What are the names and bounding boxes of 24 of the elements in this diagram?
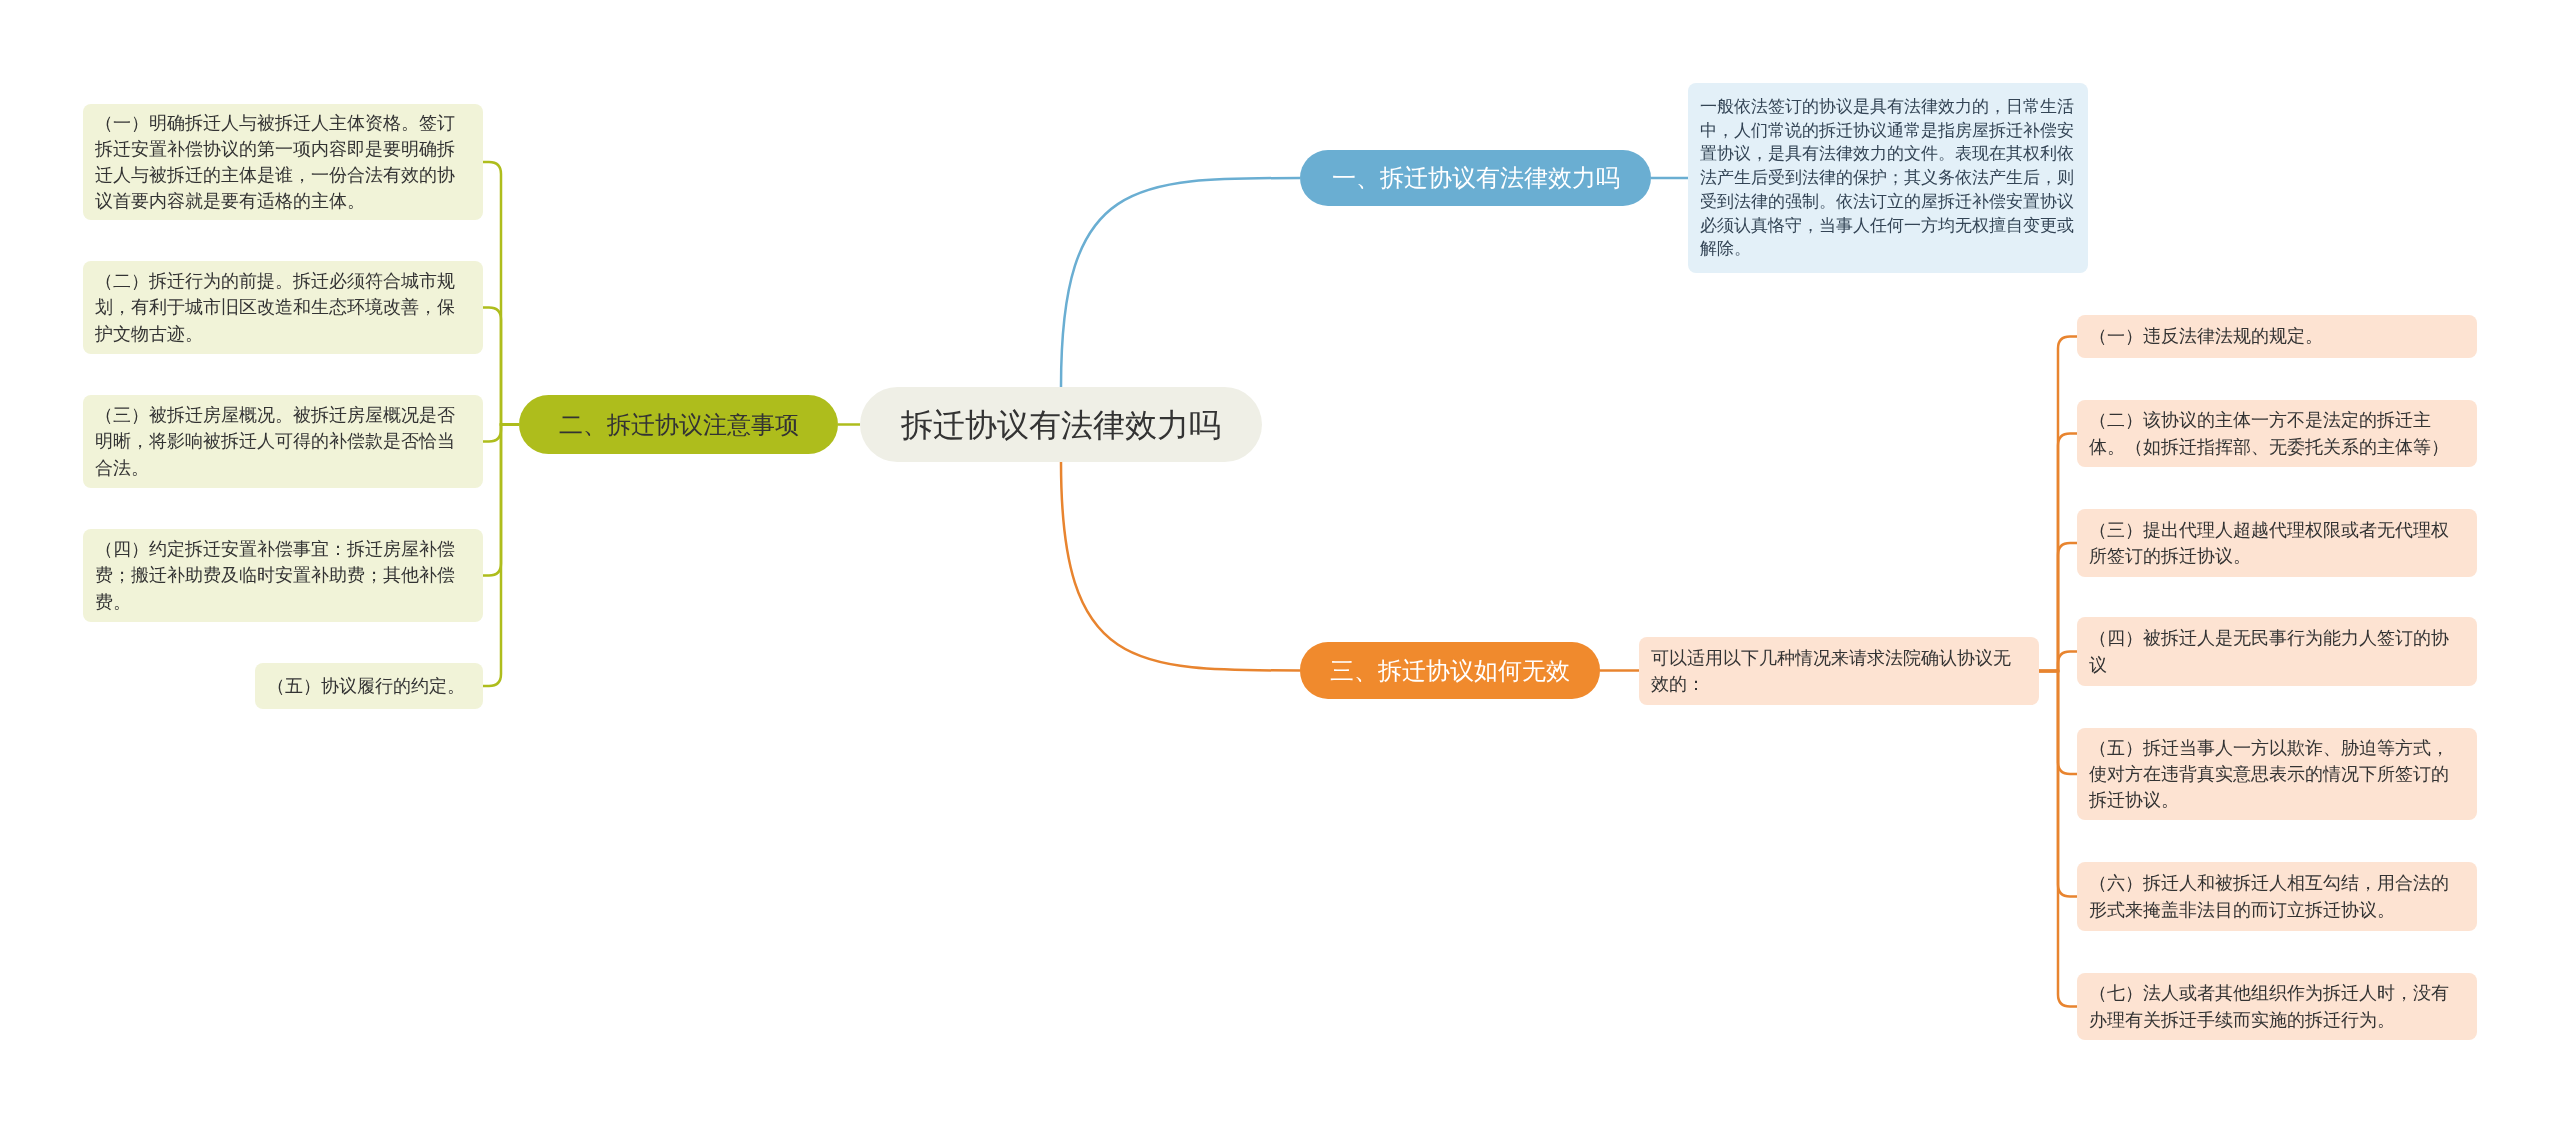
subtopic-card: （三）提出代理人超越代理权限或者无代理权所签订的拆迁协议。 <box>2077 509 2477 577</box>
branch-topic: 一、拆迁协议有法律效力吗 <box>1300 150 1651 206</box>
subtopic-card: （一）违反法律法规的规定。 <box>2077 315 2477 358</box>
subtopic-card: （五）协议履行的约定。 <box>255 663 483 709</box>
connector-line <box>1651 176 1688 180</box>
subtopic-card: 可以适用以下几种情况来请求法院确认协议无效的： <box>1639 637 2039 705</box>
connector-line <box>1600 669 1639 672</box>
subtopic-card: （六）拆迁人和被拆迁人相互勾结，用合法的形式来掩盖非法目的而订立拆迁协议。 <box>2077 862 2477 931</box>
connector-line <box>1059 176 1300 388</box>
subtopic-card: （七）法人或者其他组织作为拆迁人时，没有办理有关拆迁手续而实施的拆迁行为。 <box>2077 973 2477 1040</box>
subtopic-card: （二）拆迁行为的前提。拆迁必须符合城市规划，有利于城市旧区改造和生态环境改善，保护文物古迹。 <box>83 261 483 354</box>
subtopic-card: （三）被拆迁房屋概况。被拆迁房屋概况是否明晰，将影响被拆迁人可得的补偿款是否恰当合法。 <box>83 395 483 488</box>
subtopic-card: （二）该协议的主体一方不是法定的拆迁主体。（如拆迁指挥部、无委托关系的主体等） <box>2077 400 2477 467</box>
branch-topic: 三、拆迁协议如何无效 <box>1300 642 1600 699</box>
connector-line <box>838 423 860 426</box>
detail-card: 一般依法签订的协议是具有法律效力的，日常生活中，人们常说的拆迁协议通常是指房屋拆迁补偿安置协议，是具有法律效力的文件。表现在其权利依法产生后受到法律的保护；其义务依法产生后，则受到法律的强制。依法订立的屋拆迁补偿安置协议必须认真恪守，当事人任何一方均无权擅自变更或解除。 <box>1688 83 2088 273</box>
subtopic-card: （四）约定拆迁安置补偿事宜：拆迁房屋补偿费；搬迁补助费及临时安置补助费；其他补偿费。 <box>83 529 483 622</box>
branch-topic: 二、拆迁协议注意事项 <box>519 395 838 454</box>
connector-line <box>1059 461 1300 672</box>
subtopic-card: （五）拆迁当事人一方以欺诈、胁迫等方式，使对方在违背真实意思表示的情况下所签订的拆迁协议。 <box>2077 728 2477 820</box>
central-topic: 拆迁协议有法律效力吗 <box>860 387 1262 462</box>
subtopic-card: （四）被拆迁人是无民事行为能力人签订的协议 <box>2077 617 2477 686</box>
connector-line <box>483 423 519 688</box>
subtopic-card: （一）明确拆迁人与被拆迁人主体资格。签订拆迁安置补偿协议的第一项内容即是要明确拆迁人与被拆迁的主体是谁，一份合法有效的协议首要内容就是要有适格的主体。 <box>83 104 483 220</box>
